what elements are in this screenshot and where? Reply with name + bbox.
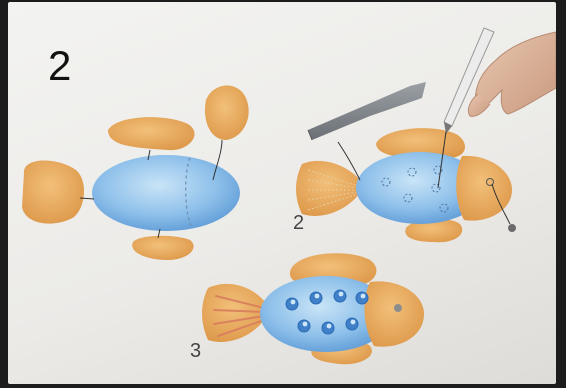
- fish-finished-stage-3: [202, 253, 424, 364]
- tail-piece: [22, 160, 84, 223]
- illustration-page: 2: [8, 2, 556, 384]
- fish-craft-illustration: [8, 2, 556, 384]
- step-label-3: 3: [190, 340, 201, 363]
- step-label-2: 2: [293, 212, 304, 235]
- top-fin-piece: [108, 117, 195, 150]
- head-piece: [205, 85, 249, 140]
- fish-parts-stage-1: [22, 85, 249, 260]
- fish-assembled-stage-2: [296, 28, 556, 242]
- bottom-fin-piece: [132, 236, 193, 260]
- body-piece: [92, 155, 240, 231]
